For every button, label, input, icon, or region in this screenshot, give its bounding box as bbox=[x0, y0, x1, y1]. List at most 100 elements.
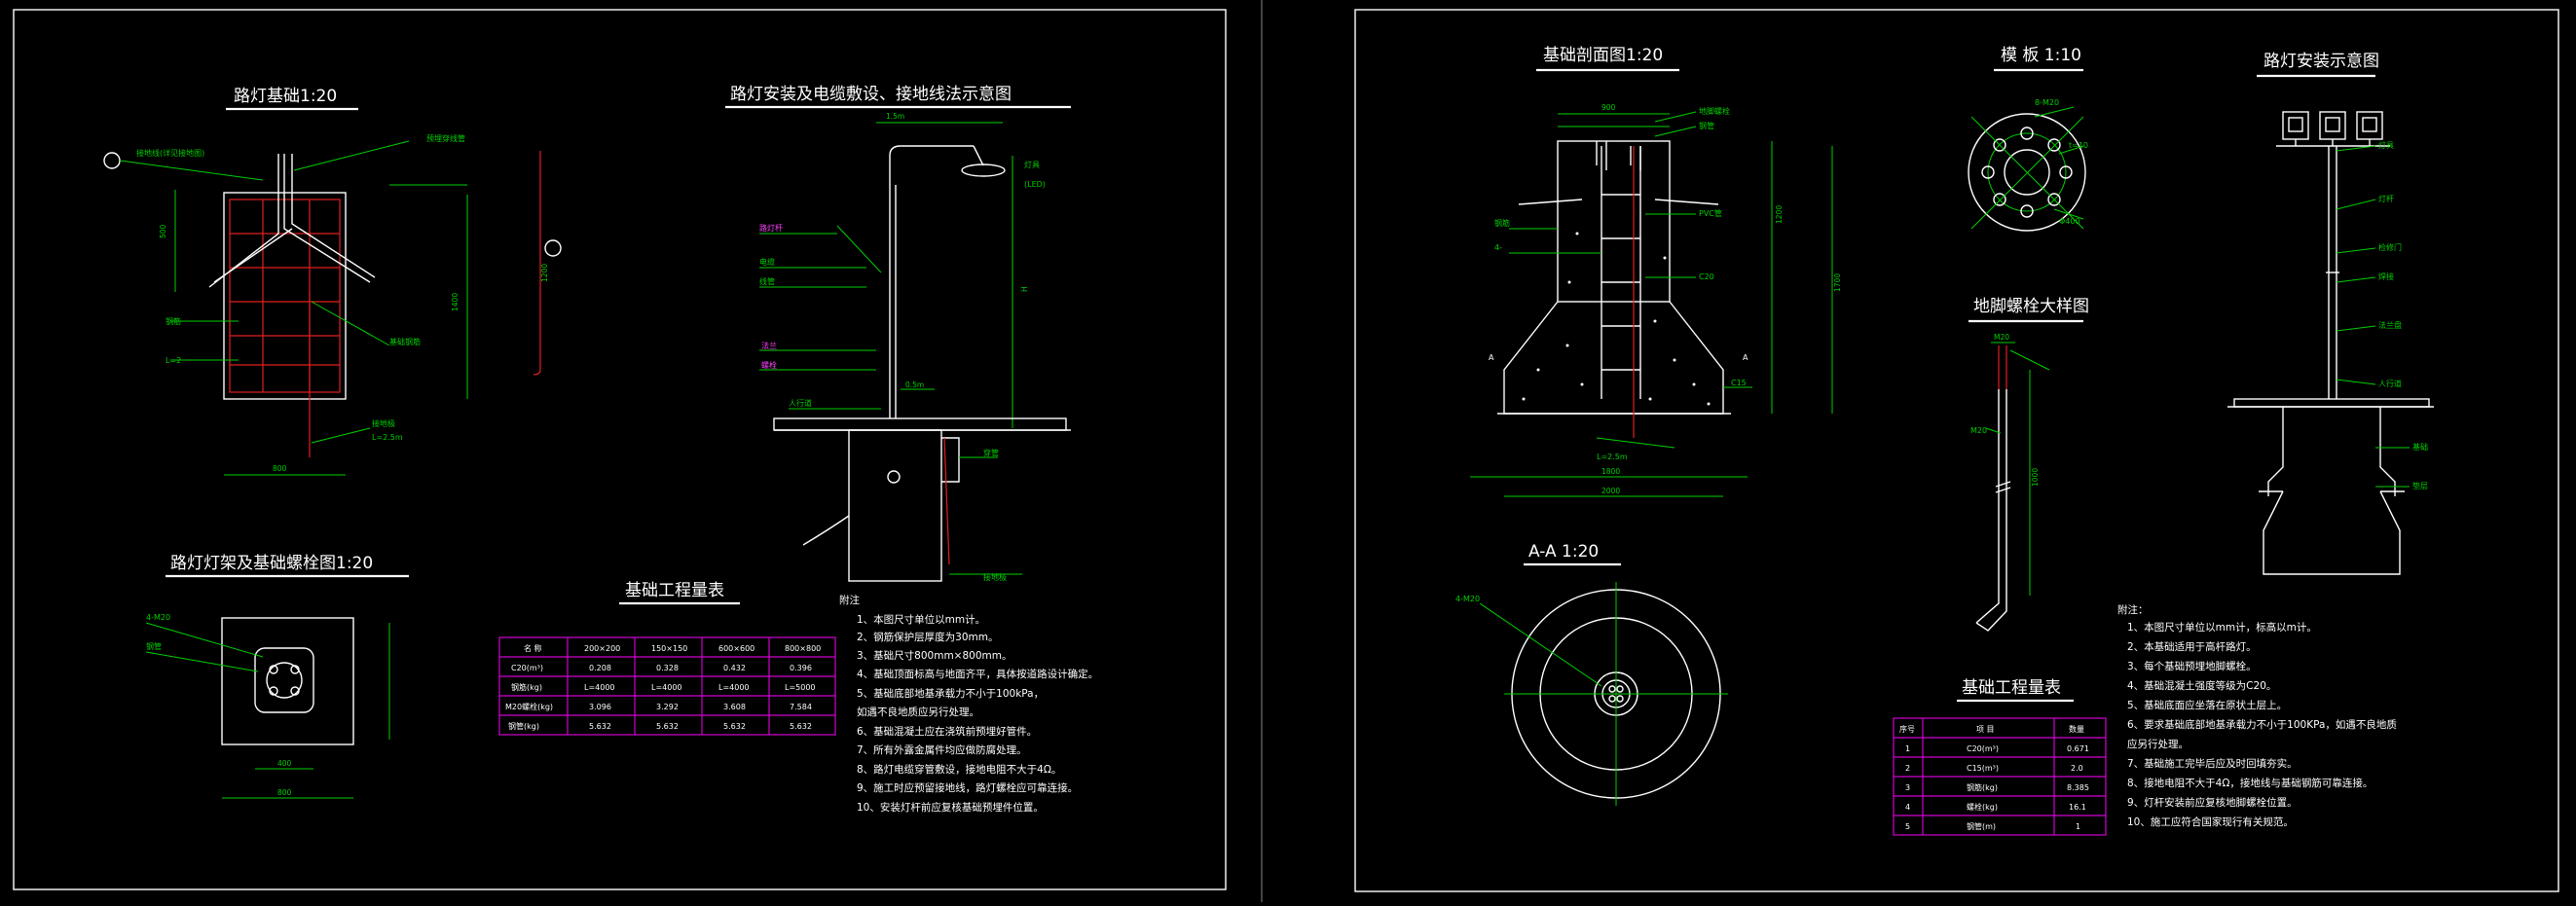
label-ground-wire: 接地线(详见接地图) bbox=[136, 148, 204, 158]
title-quantity-left: 基础工程量表 bbox=[625, 581, 724, 600]
dim-800-b: 800 bbox=[277, 788, 292, 797]
label-cushion-r: 垫层 bbox=[2412, 481, 2428, 490]
notes-title-right: 附注： bbox=[2117, 603, 2149, 616]
label-lamp-r: 灯具 bbox=[2378, 140, 2394, 150]
dim-400: 400 bbox=[277, 759, 292, 768]
tr-h1: 项 目 bbox=[1976, 725, 1995, 734]
tl-h1: 200×200 bbox=[584, 644, 620, 653]
title-foundation: 路灯基础1:20 bbox=[234, 87, 337, 106]
label-rebar-r2: 4- bbox=[1494, 243, 1502, 252]
tl-r0c0: C20(m³) bbox=[511, 664, 543, 672]
tl-r1c2: L=4000 bbox=[651, 683, 682, 692]
note-right-7: 应另行处理。 bbox=[2127, 738, 2189, 750]
label-anchor-r: 地脚螺栓 bbox=[1699, 106, 1730, 116]
label-cable-2: 线管 bbox=[759, 276, 775, 286]
notes-right: 1、本图尺寸单位以mm计，标高以m计。 2、本基础适用于高杆路灯。 3、每个基础… bbox=[2127, 621, 2397, 828]
label-cable: 电缆 bbox=[759, 257, 775, 267]
notes-left: 1、本图尺寸单位以mm计。 2、钢筋保护层厚度为30mm。 3、基础尺寸800m… bbox=[857, 613, 1098, 814]
section-label-a-left: A bbox=[1489, 353, 1494, 362]
quantity-table-left: 名 称 200×200 150×150 600×600 800×800 C20(… bbox=[498, 636, 836, 736]
label-earth-length: L=2.5m bbox=[372, 433, 403, 442]
label-earth: 接地极 bbox=[983, 572, 1007, 582]
dim-2000: 2000 bbox=[1601, 487, 1620, 495]
tl-r3c1: 5.632 bbox=[589, 722, 611, 731]
tl-r2c4: 7.584 bbox=[790, 703, 812, 711]
note-left-5: 5、基础底部地基承载力不小于100kPa， bbox=[857, 687, 1044, 700]
label-template-thk: t=10 bbox=[2069, 141, 2088, 150]
label-pvc: PVC管 bbox=[1699, 208, 1722, 218]
dim-section-top: 900 bbox=[1601, 103, 1616, 112]
label-ground: 人行道 bbox=[789, 398, 812, 408]
label-fdn-r: 基础 bbox=[2412, 442, 2428, 452]
dim-pole-height: H bbox=[1020, 286, 1029, 292]
title-template: 模 板 1:10 bbox=[2001, 46, 2081, 65]
title-anchor-layout: 路灯灯架及基础螺栓图1:20 bbox=[170, 554, 373, 573]
anchor-plan: 4-M20 钢管 400 800 bbox=[145, 613, 390, 799]
tr-r4c2: 1 bbox=[2076, 822, 2080, 831]
label-template-d: Φ400 bbox=[2059, 217, 2080, 226]
label-base: 基础钢筋 bbox=[389, 337, 421, 346]
label-c15: C15 bbox=[1731, 379, 1747, 387]
note-right-8: 7、基础施工完毕后应及时回填夯实。 bbox=[2127, 757, 2298, 770]
label-lamp: 灯具 bbox=[1024, 160, 1040, 169]
label-c20: C20 bbox=[1699, 272, 1714, 281]
tr-r3c2: 16.1 bbox=[2069, 803, 2086, 812]
dim-1400: 1400 bbox=[451, 293, 460, 311]
tl-r1c4: L=5000 bbox=[785, 683, 816, 692]
title-bolt-detail: 地脚螺栓大样图 bbox=[1973, 297, 2089, 316]
bolt-detail: M20 1000 M20 bbox=[1970, 333, 2050, 632]
note-left-2: 2、钢筋保护层厚度为30mm。 bbox=[857, 631, 999, 643]
tr-r1c0: 2 bbox=[1905, 764, 1910, 773]
template-plan: 8-M20 t=10 Φ400 bbox=[1968, 98, 2088, 232]
tl-h2: 150×150 bbox=[651, 644, 687, 653]
tl-h3: 600×600 bbox=[718, 644, 754, 653]
label-rebar: 钢筋 bbox=[166, 316, 181, 326]
quantity-table-right: 序号 项 目 数量 1 C20(m³) 0.671 2 C15(m³) 2.0 … bbox=[1893, 717, 2107, 836]
tr-r4c1: 钢管(m) bbox=[1967, 821, 1996, 831]
tr-r3c1: 螺栓(kg) bbox=[1967, 802, 1998, 812]
label-rebar-r: 钢筋 bbox=[1494, 218, 1510, 228]
label-aa-bolt: 4-M20 bbox=[1455, 595, 1480, 603]
tl-r1c3: L=4000 bbox=[718, 683, 750, 692]
note-right-5: 5、基础底面应坐落在原状土层上。 bbox=[2127, 699, 2287, 711]
note-right-9: 8、接地电阻不大于4Ω，接地线与基础钢筋可靠连接。 bbox=[2127, 777, 2373, 789]
tr-r0c0: 1 bbox=[1905, 744, 1910, 753]
tl-h0: 名 称 bbox=[524, 643, 542, 653]
label-door-r: 检修门 bbox=[2378, 242, 2402, 252]
note-left-4: 4、基础顶面标高与地面齐平，具体按道路设计确定。 bbox=[857, 668, 1098, 680]
title-section: 基础剖面图1:20 bbox=[1543, 46, 1663, 65]
title-aa: A-A 1:20 bbox=[1528, 542, 1599, 562]
dim-bolt-len: 1000 bbox=[2031, 468, 2040, 487]
label-flange-r: 法兰盘 bbox=[2378, 320, 2402, 330]
tr-r1c2: 2.0 bbox=[2071, 764, 2083, 773]
tl-r0c1: 0.208 bbox=[589, 664, 611, 672]
tl-r3c4: 5.632 bbox=[790, 722, 812, 731]
dim-500: 500 bbox=[159, 224, 167, 238]
label-weld-r: 焊接 bbox=[2378, 272, 2394, 281]
note-right-2: 2、本基础适用于高杆路灯。 bbox=[2127, 640, 2257, 653]
label-earth-r: L=2.5m bbox=[1597, 453, 1628, 461]
foundation-section: A A 900 1200 1700 1800 2000 地脚螺栓 钢管 PVC管… bbox=[1470, 103, 1842, 497]
foundation-plan: 接地线(详见接地图) 预埋穿线管 500 1400 1200 800 钢筋 L=… bbox=[103, 133, 562, 476]
tr-r0c2: 0.671 bbox=[2067, 744, 2089, 753]
label-conduit: 预埋穿线管 bbox=[426, 133, 465, 143]
title-quantity-right: 基础工程量表 bbox=[1962, 678, 2061, 698]
note-right-4: 4、基础混凝土强度等级为C20。 bbox=[2127, 679, 2276, 692]
title-install-right: 路灯安装示意图 bbox=[2263, 52, 2379, 71]
tl-r3c3: 5.632 bbox=[723, 722, 746, 731]
tl-r2c1: 3.096 bbox=[589, 703, 611, 711]
note-left-1: 1、本图尺寸单位以mm计。 bbox=[857, 613, 985, 626]
label-earth-rod: 接地极 bbox=[372, 418, 395, 428]
label-template-bolt: 8-M20 bbox=[2035, 98, 2059, 107]
label-ground-r: 人行道 bbox=[2378, 379, 2402, 388]
tl-r2c3: 3.608 bbox=[723, 703, 746, 711]
tr-h0: 序号 bbox=[1899, 724, 1915, 734]
label-anchor-pipe: 钢管 bbox=[146, 641, 162, 651]
note-right-3: 3、每个基础预埋地脚螺栓。 bbox=[2127, 660, 2257, 672]
dim-1800: 1800 bbox=[1601, 467, 1620, 476]
tl-r2c0: M20螺栓(kg) bbox=[505, 702, 553, 711]
tl-r0c4: 0.396 bbox=[790, 664, 812, 672]
note-left-7: 6、基础混凝土应在浇筑前预埋好管件。 bbox=[857, 725, 1037, 738]
tr-r4c0: 5 bbox=[1905, 822, 1910, 831]
note-left-6: 如遇不良地质应另行处理。 bbox=[857, 706, 979, 718]
